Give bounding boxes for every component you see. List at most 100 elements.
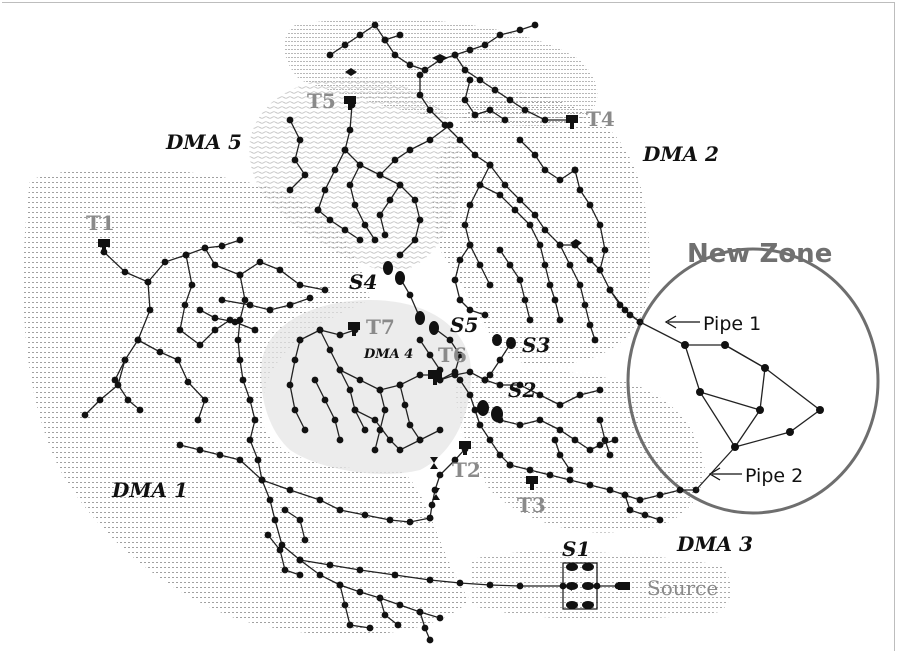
junction-node bbox=[406, 146, 414, 154]
junction-node bbox=[576, 281, 584, 289]
pipe-segment bbox=[399, 384, 421, 441]
junction-node bbox=[341, 146, 349, 154]
junction-node bbox=[276, 266, 284, 274]
junction-node bbox=[391, 156, 399, 164]
junction-node bbox=[531, 211, 539, 219]
junction-node bbox=[406, 421, 414, 429]
tank-t5-icon bbox=[344, 96, 356, 110]
dma3-label: DMA 3 bbox=[676, 532, 753, 556]
pipe2-label: Pipe 2 bbox=[745, 465, 803, 487]
pipe-segment bbox=[374, 389, 386, 451]
junction-node bbox=[296, 571, 304, 579]
junction-node bbox=[124, 396, 132, 404]
junction-node bbox=[251, 416, 259, 424]
junction-node bbox=[218, 242, 226, 250]
tank-t7-label: T7 bbox=[366, 315, 395, 339]
source-region bbox=[470, 550, 732, 620]
junction-node bbox=[381, 611, 389, 619]
valve-markers bbox=[345, 54, 582, 591]
junction-node bbox=[626, 506, 634, 514]
junction-node bbox=[426, 576, 434, 584]
junction-node bbox=[81, 411, 89, 419]
junction-node bbox=[201, 244, 209, 252]
valve-icon bbox=[345, 68, 357, 76]
junction-node bbox=[341, 226, 349, 234]
junction-node bbox=[411, 236, 419, 244]
junction-node bbox=[466, 46, 474, 54]
junction-node bbox=[446, 121, 454, 129]
station-markers bbox=[383, 261, 598, 610]
junction-node bbox=[194, 416, 202, 424]
junction-node bbox=[286, 116, 294, 124]
pipe-segment bbox=[317, 104, 353, 211]
station-s2-label: S2 bbox=[508, 378, 536, 402]
junction-node bbox=[321, 286, 329, 294]
junction-node bbox=[586, 446, 594, 454]
junction-node bbox=[114, 381, 122, 389]
tank-t6-icon bbox=[428, 370, 442, 385]
pipe-segment bbox=[354, 409, 441, 451]
junction-node bbox=[428, 501, 436, 509]
dma4-label: DMA 4 bbox=[363, 347, 413, 362]
junction-node bbox=[601, 436, 609, 444]
junction-node bbox=[516, 136, 524, 144]
junction-node bbox=[291, 406, 299, 414]
junction-node bbox=[361, 221, 369, 229]
junction-node bbox=[376, 426, 384, 434]
junction-node bbox=[436, 426, 444, 434]
junction-node bbox=[471, 111, 479, 119]
junction-node bbox=[591, 336, 599, 344]
junction-node bbox=[341, 601, 349, 609]
junction-node bbox=[396, 31, 404, 39]
dma1-label: DMA 1 bbox=[111, 478, 188, 502]
pipe-segment bbox=[339, 584, 371, 629]
station-s1-icon bbox=[562, 562, 598, 610]
junction-node bbox=[536, 241, 544, 249]
junction-node bbox=[496, 451, 504, 459]
junction-node bbox=[296, 336, 304, 344]
junction-node bbox=[396, 381, 404, 389]
junction-node bbox=[481, 311, 489, 319]
junction-node bbox=[246, 396, 254, 404]
junction-node bbox=[606, 486, 614, 494]
junction-nodes bbox=[81, 21, 700, 644]
junction-node bbox=[176, 441, 184, 449]
junction-node bbox=[314, 206, 322, 214]
new-zone-circle bbox=[626, 247, 880, 515]
junction-node bbox=[264, 531, 272, 539]
junction-node bbox=[496, 191, 504, 199]
junction-node bbox=[196, 306, 204, 314]
junction-node bbox=[376, 386, 384, 394]
dma5-label: DMA 5 bbox=[165, 130, 242, 154]
station-s3-icon bbox=[492, 334, 516, 349]
junction-node bbox=[541, 166, 549, 174]
junction-node bbox=[351, 406, 359, 414]
junction-node bbox=[416, 91, 424, 99]
junction-node bbox=[526, 316, 534, 324]
junction-node bbox=[496, 356, 504, 364]
dma4-region bbox=[261, 300, 471, 474]
junction-node bbox=[596, 221, 604, 229]
junction-node bbox=[606, 286, 614, 294]
junction-node bbox=[146, 306, 154, 314]
junction-node bbox=[496, 381, 504, 389]
pipe-segment bbox=[314, 379, 341, 441]
junction-node bbox=[356, 31, 364, 39]
junction-node bbox=[184, 378, 192, 386]
junction-node bbox=[531, 21, 539, 29]
junction-node bbox=[601, 246, 609, 254]
junction-node bbox=[291, 356, 299, 364]
junction-node bbox=[281, 506, 289, 514]
junction-node bbox=[426, 106, 434, 114]
junction-node bbox=[426, 636, 434, 644]
junction-node bbox=[491, 86, 499, 94]
pipe1-arrow bbox=[664, 315, 700, 329]
junction-node bbox=[211, 261, 219, 269]
valve-icon bbox=[566, 583, 572, 591]
junction-node bbox=[356, 236, 364, 244]
junction-node bbox=[526, 466, 534, 474]
junction-node bbox=[254, 456, 262, 464]
pipe-segment bbox=[344, 149, 421, 256]
